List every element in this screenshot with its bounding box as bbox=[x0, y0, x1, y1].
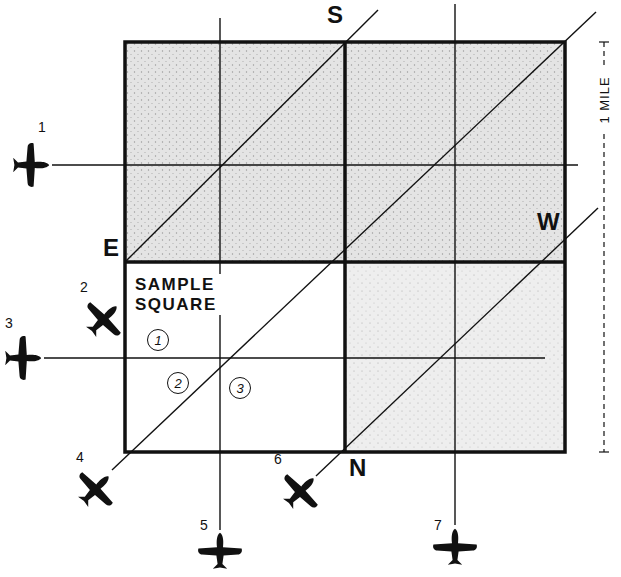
station-circle: 3 bbox=[229, 377, 251, 399]
region-label: SAMPLE SQUARE bbox=[133, 274, 249, 315]
station-number: 3 bbox=[236, 382, 243, 395]
bird-number: 7 bbox=[434, 518, 442, 532]
square-border bbox=[125, 42, 565, 452]
bird-silhouette bbox=[13, 143, 49, 187]
quarter-line bbox=[343, 42, 347, 452]
bird-number: 4 bbox=[76, 450, 84, 464]
scale-tick bbox=[599, 41, 609, 42]
station-number: 1 bbox=[154, 334, 161, 347]
bird-silhouette bbox=[5, 336, 41, 380]
flight-line bbox=[52, 164, 578, 165]
compass-letter: N bbox=[349, 456, 366, 480]
bird-number: 2 bbox=[80, 280, 88, 294]
flight-line bbox=[125, 10, 378, 262]
quarter-line bbox=[125, 260, 565, 264]
station-circle: 1 bbox=[147, 329, 169, 351]
compass-letter: E bbox=[103, 236, 119, 260]
bird-number: 3 bbox=[5, 316, 13, 330]
bird-silhouette bbox=[76, 291, 132, 347]
bird-number: 1 bbox=[38, 120, 46, 134]
compass-letter: S bbox=[327, 3, 343, 27]
scale-line bbox=[603, 134, 604, 452]
compass-letter: W bbox=[537, 210, 560, 234]
station-number: 2 bbox=[174, 377, 181, 390]
sample-quarter bbox=[125, 262, 345, 452]
flight-line bbox=[44, 357, 545, 358]
flight-line bbox=[454, 4, 455, 525]
scale-tick bbox=[599, 451, 609, 452]
bird-number: 6 bbox=[274, 452, 282, 466]
bird-number: 5 bbox=[200, 518, 208, 532]
bird-silhouette bbox=[68, 461, 124, 517]
station-circle: 2 bbox=[167, 372, 189, 394]
scale-label: 1 MILE bbox=[598, 74, 611, 125]
scale-line bbox=[603, 42, 604, 66]
bird-group bbox=[5, 143, 477, 569]
sample-square: SAMPLE SQUARE 1 2 3 bbox=[125, 262, 345, 452]
flight-line bbox=[112, 12, 596, 470]
flight-line bbox=[316, 208, 598, 476]
bird-silhouette bbox=[198, 533, 242, 569]
bird-silhouette bbox=[433, 529, 477, 565]
bird-silhouette bbox=[273, 463, 329, 519]
